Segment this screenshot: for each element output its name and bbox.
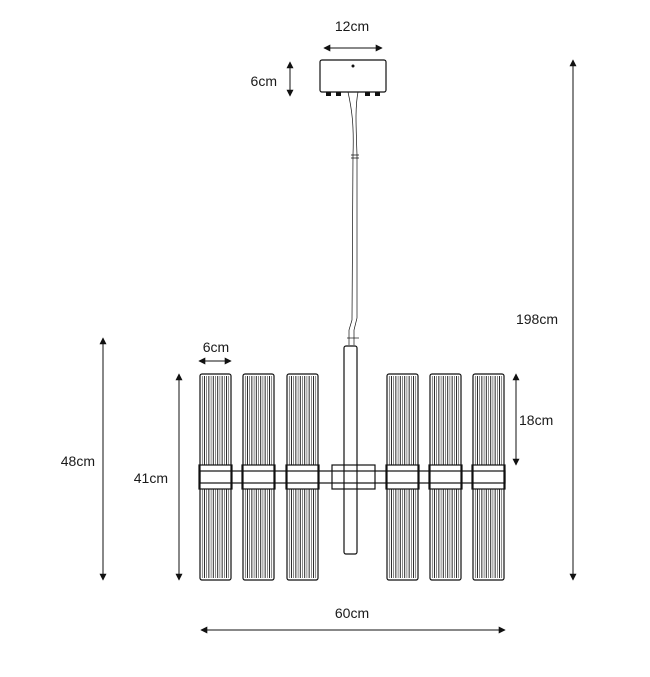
ceiling-canopy [319,59,387,96]
shade-2 [241,373,276,581]
dim-canopy-height-label: 6cm [251,73,277,89]
dim-total-height: 198cm [516,59,577,581]
dim-canopy-width-label: 12cm [335,18,369,34]
central-rod [343,345,358,555]
dim-shade-height: 41cm [134,373,183,581]
dim-half-shade-height-label: 18cm [519,412,553,428]
dim-total-height-label: 198cm [516,311,558,327]
horizontal-arm [199,464,506,490]
shade-6 [471,373,506,581]
fluted-shades [198,373,506,581]
shade-1 [198,373,233,581]
dim-shade-width-label: 6cm [203,339,229,355]
shade-4 [385,373,420,581]
dim-outer-height: 48cm [61,337,107,581]
dim-canopy-height: 6cm [251,61,294,97]
suspension-cables [347,91,359,345]
dim-shade-height-label: 41cm [134,470,168,486]
dim-shade-width: 6cm [198,339,232,365]
dim-total-width: 60cm [200,605,506,634]
shade-3 [285,373,320,581]
shade-5 [428,373,463,581]
dim-total-width-label: 60cm [335,605,369,621]
dim-half-shade-height: 18cm [512,373,553,466]
dim-canopy-width: 12cm [323,18,383,52]
dim-outer-height-label: 48cm [61,453,95,469]
